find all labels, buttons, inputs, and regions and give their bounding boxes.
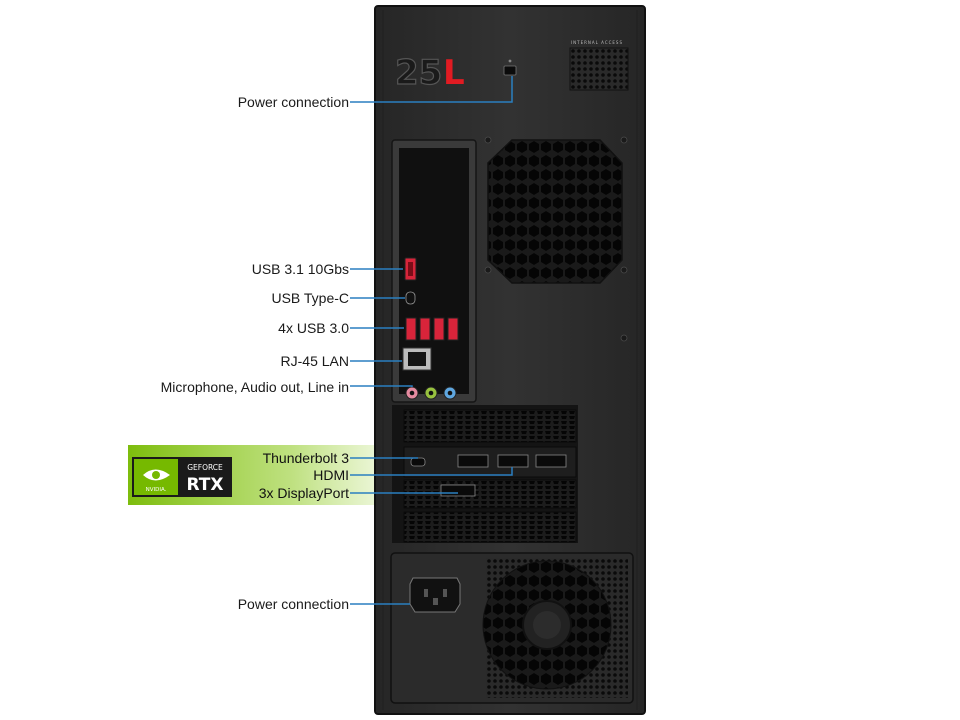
callout-thunderbolt: Thunderbolt 3 bbox=[262, 450, 349, 466]
geforce-text: GEFORCE bbox=[187, 463, 223, 472]
nvidia-geforce-rtx-badge: NVIDIA. GEFORCE RTX bbox=[132, 457, 232, 497]
model-badge: 25 L bbox=[394, 52, 465, 93]
psu-panel bbox=[390, 552, 634, 704]
callout-hdmi: HDMI bbox=[313, 467, 349, 483]
psu-power-socket bbox=[409, 577, 461, 613]
internal-access-caption: INTERNAL ACCESS bbox=[571, 40, 623, 45]
callout-usb30: 4x USB 3.0 bbox=[278, 320, 349, 336]
callout-usbc: USB Type-C bbox=[271, 290, 349, 306]
usb31-port bbox=[404, 257, 417, 281]
rj45-port bbox=[402, 347, 432, 371]
top-power-jack bbox=[503, 59, 517, 76]
gpu-ports bbox=[410, 454, 567, 497]
top-fan-grille bbox=[487, 139, 623, 284]
rtx-text: RTX bbox=[186, 475, 223, 495]
chassis-screws bbox=[484, 136, 628, 342]
callout-power-top: Power connection bbox=[237, 94, 349, 110]
callout-power-bottom: Power connection bbox=[237, 596, 349, 612]
callout-audio: Microphone, Audio out, Line in bbox=[160, 379, 349, 395]
callout-displayport: 3x DisplayPort bbox=[258, 485, 349, 501]
nvidia-eye-icon bbox=[143, 469, 170, 481]
callout-usb31: USB 3.1 10Gbs bbox=[251, 261, 349, 277]
callout-lines bbox=[350, 76, 513, 605]
nvidia-logo-text: NVIDIA. bbox=[146, 487, 167, 493]
audio-jacks bbox=[405, 386, 457, 400]
usbc-port bbox=[405, 291, 416, 305]
expansion-slots bbox=[392, 405, 578, 543]
model-badge-letter: L bbox=[443, 53, 465, 93]
usb30-ports bbox=[405, 317, 459, 341]
callout-rj45: RJ-45 LAN bbox=[280, 353, 349, 369]
internal-access-vent: INTERNAL ACCESS bbox=[569, 40, 629, 91]
model-badge-number: 25 bbox=[395, 53, 442, 93]
